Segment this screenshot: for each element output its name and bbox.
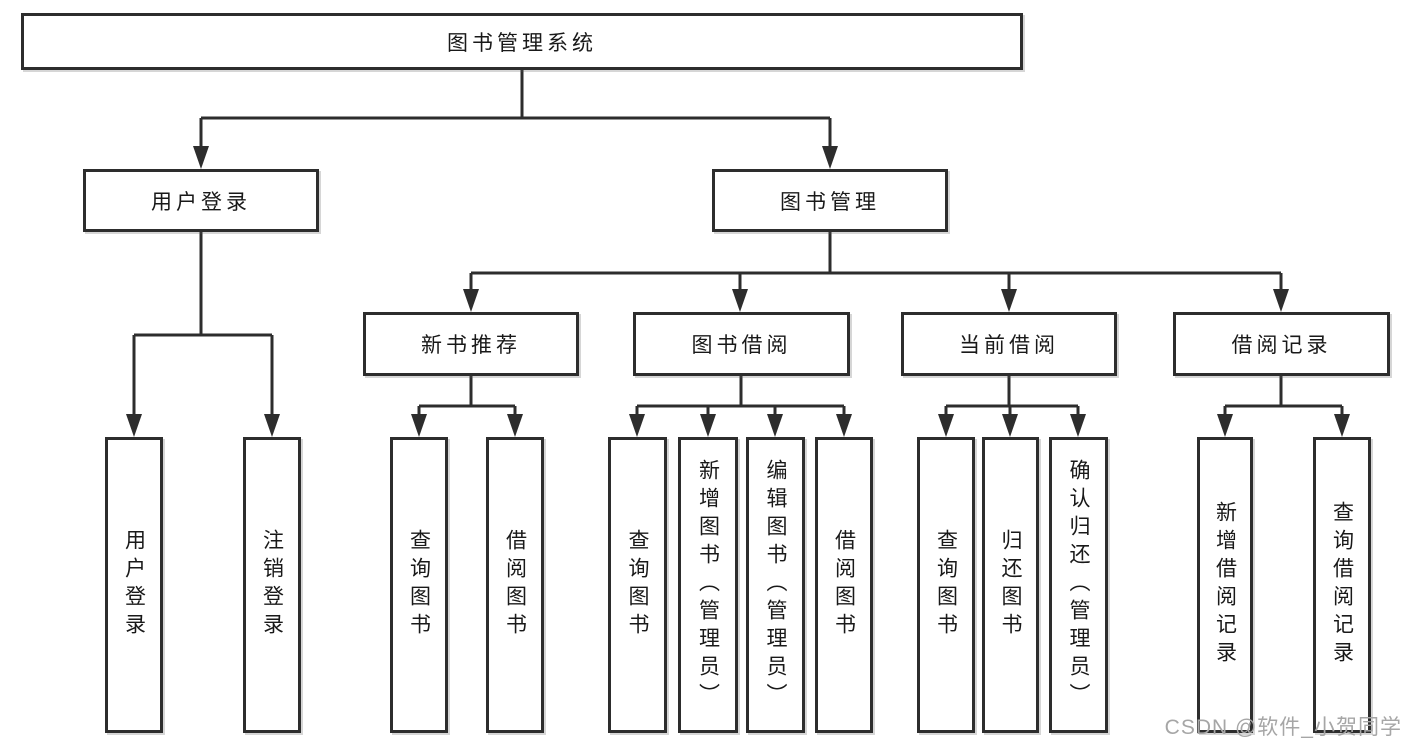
- node-user-login: 用户登录: [83, 169, 319, 232]
- leaf-add-borrow-record: 新增借阅记录: [1197, 437, 1253, 733]
- leaf-user-login: 用户登录: [105, 437, 163, 733]
- leaf-borrow-books: 借阅图书: [815, 437, 873, 733]
- leaf-logout: 注销登录: [243, 437, 301, 733]
- node-book-borrowing: 图书借阅: [633, 312, 850, 376]
- watermark: CSDN @软件_小贺同学: [1164, 716, 1402, 739]
- leaf-query-books-recommend: 查询图书: [390, 437, 448, 733]
- node-current-borrowing: 当前借阅: [901, 312, 1117, 376]
- leaf-confirm-return-admin: 确认归还（管理员）: [1049, 437, 1108, 733]
- leaf-add-books-admin: 新增图书（管理员）: [678, 437, 738, 733]
- leaf-return-books: 归还图书: [982, 437, 1039, 733]
- leaf-query-borrow-record: 查询借阅记录: [1313, 437, 1371, 733]
- leaf-query-books-borrow: 查询图书: [608, 437, 667, 733]
- leaf-query-books-current: 查询图书: [917, 437, 975, 733]
- leaf-edit-books-admin: 编辑图书（管理员）: [746, 437, 805, 733]
- node-borrowing-records: 借阅记录: [1173, 312, 1390, 376]
- node-root: 图书管理系统: [21, 13, 1023, 70]
- leaf-borrow-books-recommend: 借阅图书: [486, 437, 544, 733]
- node-book-management: 图书管理: [712, 169, 948, 232]
- node-new-book-recommendation: 新书推荐: [363, 312, 579, 376]
